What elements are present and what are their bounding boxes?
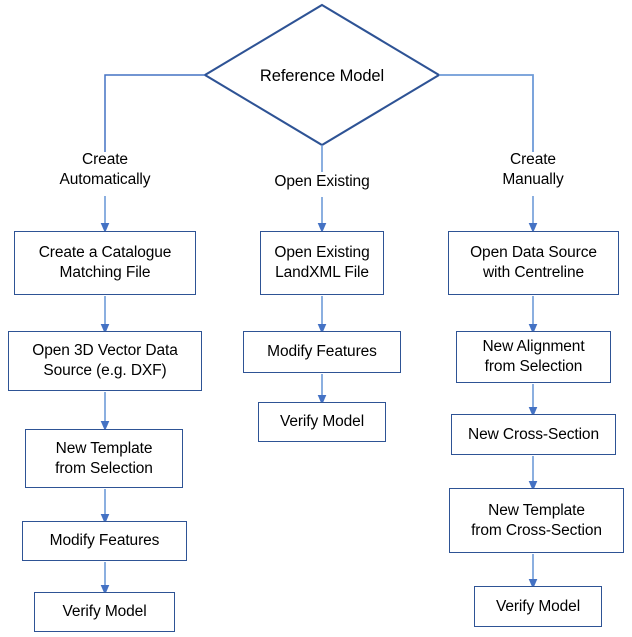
node-right-new-template-from-cross-section[interactable]: New Template from Cross-Section <box>449 488 624 553</box>
branch-connector-left <box>104 74 205 152</box>
branch-label-create-manually: Create Manually <box>502 151 564 188</box>
decision-node-label: Reference Model <box>259 67 385 85</box>
branch-label-create-automatically: Create Automatically <box>59 151 151 188</box>
node-middle-modify-features[interactable]: Modify Features <box>243 331 401 373</box>
node-left-create-catalogue-matching-file[interactable]: Create a Catalogue Matching File <box>14 231 196 295</box>
node-middle-open-existing-landxml-file[interactable]: Open Existing LandXML File <box>260 231 384 295</box>
decision-node-reference-model[interactable]: Reference Model <box>205 5 439 145</box>
node-left-new-template-from-selection[interactable]: New Template from Selection <box>25 429 183 488</box>
node-left-modify-features[interactable]: Modify Features <box>22 521 187 561</box>
node-right-new-alignment-from-selection[interactable]: New Alignment from Selection <box>456 331 611 383</box>
node-left-verify-model[interactable]: Verify Model <box>34 592 175 632</box>
branch-connector-right <box>439 74 534 152</box>
node-right-open-data-source-with-centreline[interactable]: Open Data Source with Centreline <box>448 231 619 295</box>
node-right-new-cross-section[interactable]: New Cross-Section <box>451 414 616 455</box>
branch-label-open-existing: Open Existing <box>274 173 370 190</box>
node-left-open-3d-vector-data-source[interactable]: Open 3D Vector Data Source (e.g. DXF) <box>8 331 202 391</box>
node-middle-verify-model[interactable]: Verify Model <box>258 402 386 442</box>
node-right-verify-model[interactable]: Verify Model <box>474 586 602 627</box>
